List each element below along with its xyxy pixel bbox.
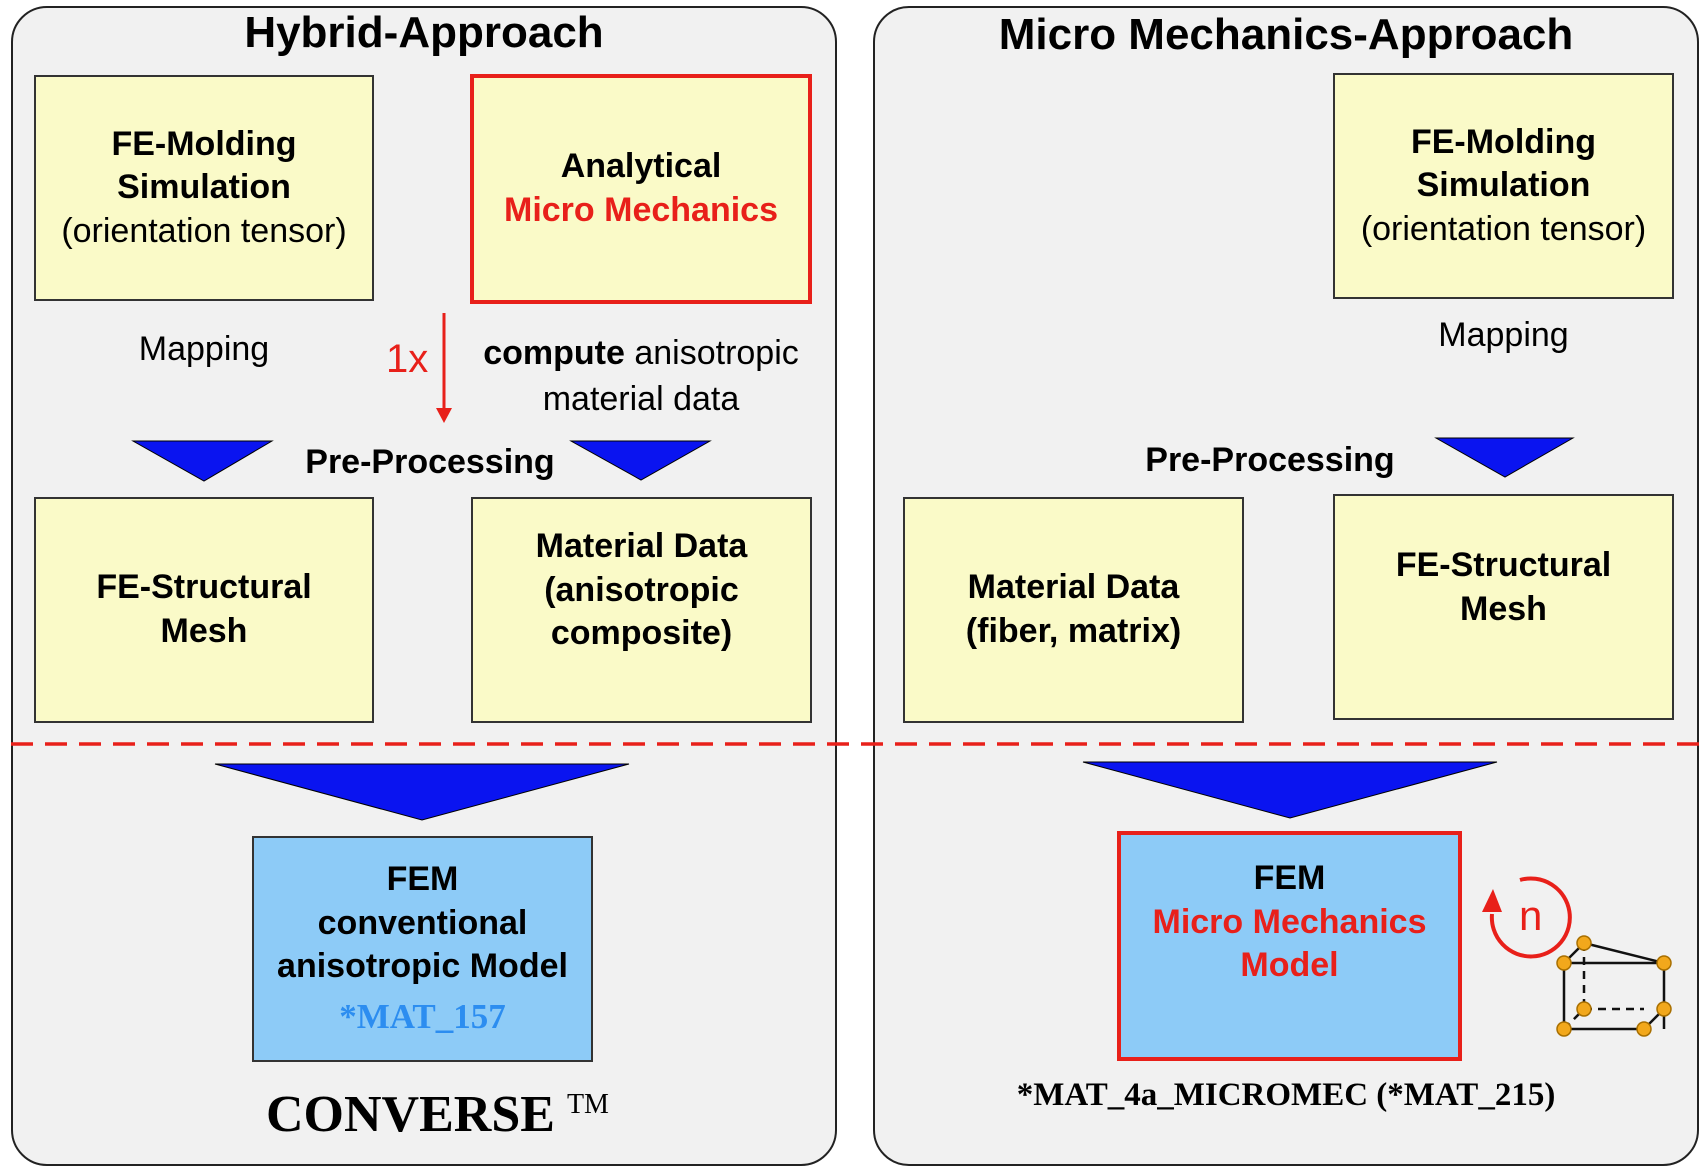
fem-micro-mechanics-box: FEM Micro Mechanics Model (1117, 831, 1462, 1061)
left-fem-arrow-triangle (214, 763, 630, 821)
right-material-line2: (fiber, matrix) (965, 612, 1182, 650)
right-mapping-label: Mapping (1438, 316, 1569, 354)
right-fe-structural-mesh-box: FE-Structural Mesh (1333, 494, 1674, 720)
trademark-mark: TM (566, 1089, 609, 1120)
fem-right-line1: FEM (1253, 859, 1326, 897)
left-structural-line2: Mesh (160, 612, 248, 650)
left-fe-structural-mesh-box: FE-Structural Mesh (34, 497, 374, 723)
compute-arrow-head (436, 408, 452, 423)
converse-text: CONVERSE (266, 1086, 555, 1143)
left-structural-line1: FE-Structural (96, 568, 312, 607)
fem-conventional-box: FEM conventional anisotropic Model *MAT_… (252, 836, 593, 1062)
right-fem-arrow-triangle (1082, 761, 1498, 819)
fem-left-line2: conventional (317, 903, 528, 942)
right-structural-arrow-triangle (1434, 437, 1575, 478)
right-molding-line3: (orientation tensor) (1360, 209, 1647, 248)
once-label: 1x (386, 337, 429, 381)
converse-label: CONVERSE TM (266, 1085, 609, 1144)
hybrid-approach-title: Hybrid-Approach (244, 8, 604, 57)
left-material-data-box: Material Data (anisotropic composite) (471, 497, 812, 723)
unit-cell-nodes (1556, 935, 1672, 1037)
left-material-line3: composite) (550, 614, 733, 653)
right-material-data-box: Material Data (fiber, matrix) (903, 497, 1244, 723)
fem-left-line1: FEM (386, 860, 459, 899)
left-molding-line3: (orientation tensor) (61, 211, 347, 250)
analytical-micro-mechanics-box: Analytical Micro Mechanics (470, 74, 812, 304)
compute-bold: compute (483, 334, 625, 372)
right-preprocessing-label: Pre-Processing (1145, 441, 1395, 479)
fem-left-line3: anisotropic Model (277, 947, 568, 986)
compute-line2: material data (542, 380, 740, 418)
mat-4a-micromec-label: *MAT_4a_MICROMEC (*MAT_215) (1016, 1077, 1556, 1113)
compute-rest: anisotropic (624, 334, 799, 372)
iteration-n-label: n (1519, 892, 1543, 939)
mat-157-label: *MAT_157 (339, 996, 506, 1036)
left-molding-line1: FE-Molding (111, 124, 297, 163)
fem-right-line2: Micro Mechanics (1152, 902, 1427, 941)
right-material-line1: Material Data (967, 568, 1180, 607)
right-molding-line1: FE-Molding (1410, 122, 1597, 161)
unit-cell-cube-icon (1562, 941, 1666, 1031)
left-mapping-arrow-triangle (131, 440, 274, 482)
compute-label: compute anisotropic material data (465, 330, 817, 422)
left-material-line1: Material Data (535, 527, 748, 565)
micro-mechanics-approach-title: Micro Mechanics-Approach (998, 10, 1574, 59)
fem-right-line3: Model (1240, 946, 1339, 985)
left-material-arrow-triangle (569, 440, 712, 481)
analytical-line2: Micro Mechanics (504, 191, 778, 229)
left-material-line2: (anisotropic (544, 570, 739, 609)
left-molding-line2: Simulation (117, 168, 291, 207)
right-structural-line2: Mesh (1460, 589, 1547, 628)
left-fe-molding-box: FE-Molding Simulation (orientation tenso… (34, 75, 374, 301)
right-molding-line2: Simulation (1416, 166, 1591, 205)
analytical-line1: Analytical (560, 147, 722, 186)
iteration-loop-icon (1482, 876, 1572, 959)
left-mapping-label: Mapping (138, 330, 270, 368)
right-fe-molding-box: FE-Molding Simulation (orientation tenso… (1333, 73, 1674, 299)
left-preprocessing-label: Pre-Processing (305, 443, 555, 481)
right-structural-line1: FE-Structural (1395, 546, 1612, 584)
